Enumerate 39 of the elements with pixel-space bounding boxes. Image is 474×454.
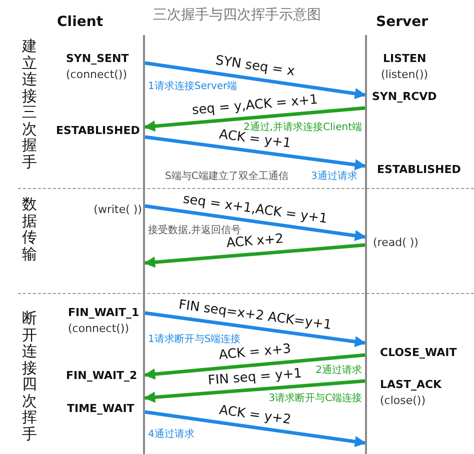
step-note: 4通过请求 [148, 429, 194, 441]
state-label: ESTABLISHED [377, 163, 461, 176]
column-heading: Client [57, 14, 104, 31]
state-label: LISTEN [383, 52, 426, 66]
state-label: LAST_ACK [380, 378, 442, 392]
section-label: 建立连接三次握手 [22, 38, 37, 170]
section-label: 数据传输 [22, 196, 37, 262]
arrow [144, 353, 366, 380]
arrow [144, 243, 366, 268]
diagram-title: 三次握手与四次挥手示意图 [153, 7, 321, 23]
function-call-label: (close()) [380, 394, 426, 408]
arrow [144, 379, 366, 403]
note-text: S端与C端建立了双全工通信 [165, 171, 288, 183]
step-note: 1请求连接Server端 [148, 81, 238, 93]
step-note: 3请求断开与C端连接 [268, 393, 362, 405]
function-call-label: (read( )) [373, 236, 418, 250]
function-call-label: (write( )) [94, 203, 142, 216]
state-label: FIN_WAIT_1 [68, 306, 140, 320]
section-label: 断开连接四次挥手 [22, 310, 37, 442]
arrow [144, 311, 366, 348]
column-heading: Server [376, 14, 428, 31]
state-label: TIME_WAIT [67, 402, 134, 416]
arrow [144, 61, 366, 100]
step-note: 2通过请求 [316, 365, 362, 377]
step-note: 3通过请求 [311, 171, 358, 183]
function-call-label: (connect()) [68, 322, 130, 336]
lifeline [143, 35, 145, 454]
arrow [144, 135, 366, 170]
state-label: SYN_RCVD [372, 90, 437, 104]
state-label: ESTABLISHED [56, 124, 140, 138]
arrow [144, 106, 366, 132]
arrow [144, 204, 366, 242]
function-call-label: (listen()) [381, 68, 428, 82]
lifeline [365, 35, 367, 454]
state-label: FIN_WAIT_2 [66, 369, 138, 382]
arrow [144, 410, 366, 448]
state-label: SYN_SENT [66, 52, 129, 66]
state-label: CLOSE_WAIT [380, 346, 457, 360]
function-call-label: (connect()) [66, 68, 128, 82]
